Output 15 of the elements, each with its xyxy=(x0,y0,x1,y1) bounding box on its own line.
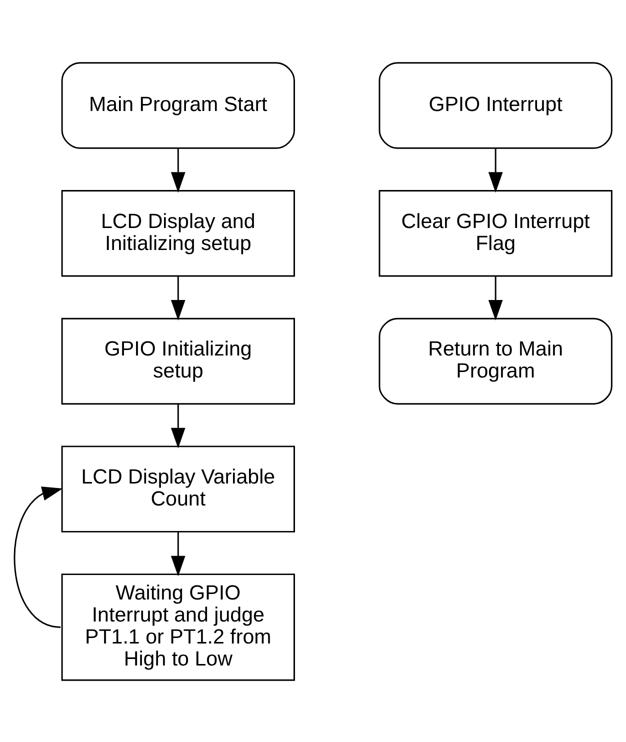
arrow xyxy=(170,276,186,320)
arrow xyxy=(488,276,503,320)
node-box: LCD Display Variable Count xyxy=(61,445,295,532)
arrow xyxy=(170,148,186,192)
node-box: GPIO Initializing setup xyxy=(61,317,295,404)
node-box: Return to Main Program xyxy=(378,317,612,404)
node-box: GPIO Interrupt xyxy=(378,62,612,148)
node-box: Waiting GPIO Interrupt and judge PT1.1 or PT1.2 from High to Low xyxy=(61,573,295,680)
node-box: LCD Display and Initializing setup xyxy=(61,190,295,276)
node-box: Main Program Start xyxy=(61,62,295,148)
node-box: Clear GPIO Interrupt Flag xyxy=(378,190,612,276)
arrow xyxy=(170,404,186,448)
arrow xyxy=(14,486,63,628)
arrow xyxy=(170,531,186,576)
arrow xyxy=(488,148,503,192)
